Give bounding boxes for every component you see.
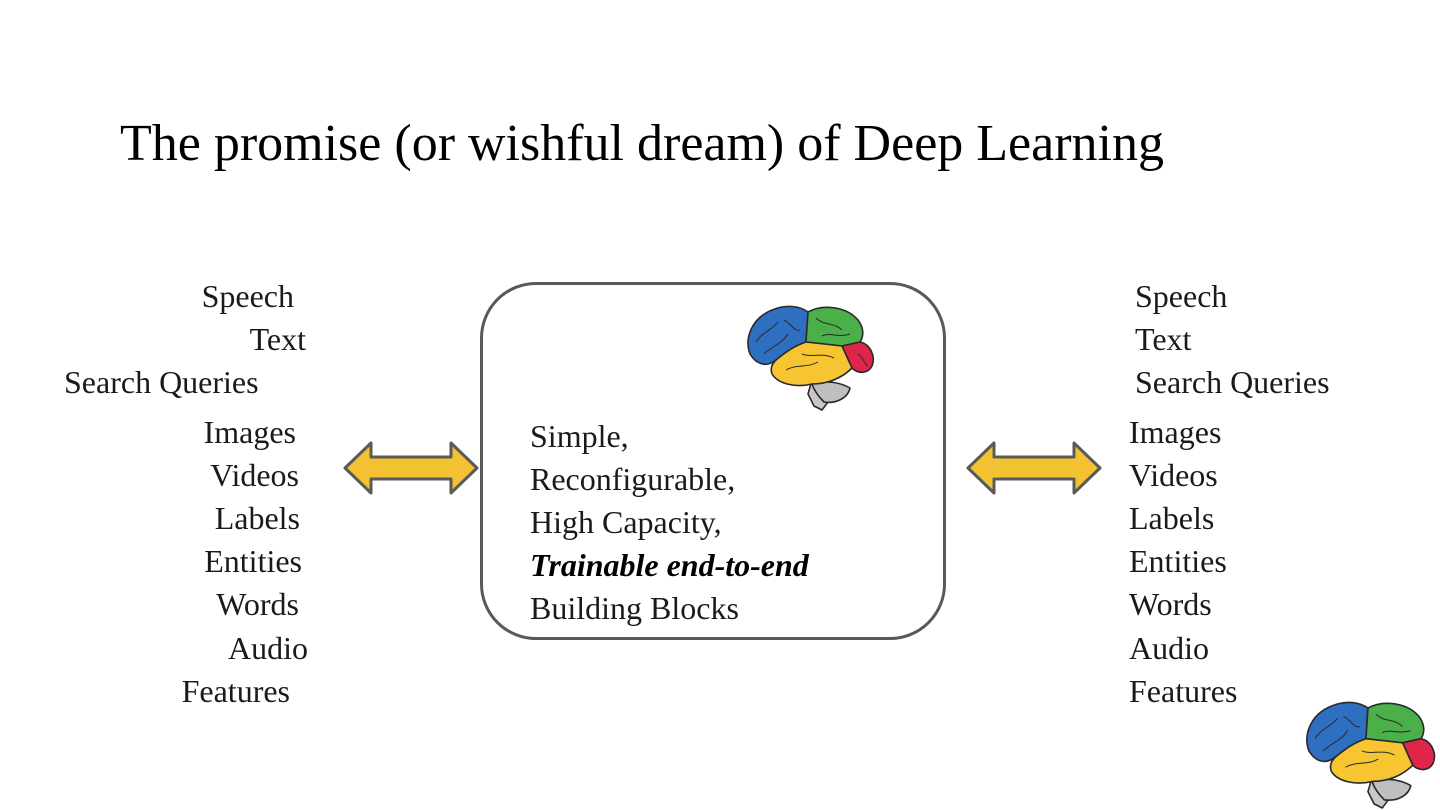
brain-icon	[747, 305, 875, 411]
right-label-images: Images	[1129, 414, 1222, 450]
slide-title: The promise (or wishful dream) of Deep L…	[120, 115, 1164, 172]
right-label-speech: Speech	[1135, 278, 1228, 314]
left-label-text: Text	[249, 321, 306, 357]
right-label-labels: Labels	[1129, 500, 1215, 536]
right-label-features: Features	[1129, 673, 1238, 709]
right-label-text: Text	[1135, 321, 1192, 357]
right-label-words: Words	[1129, 586, 1212, 622]
left-label-words: Words	[216, 586, 299, 622]
right-double-arrow-icon	[966, 441, 1102, 495]
center-box-line-reconfigurable: Reconfigurable,	[530, 461, 736, 497]
left-double-arrow-icon	[343, 441, 479, 495]
right-label-search-queries: Search Queries	[1135, 364, 1330, 400]
left-label-search-queries: Search Queries	[64, 364, 259, 400]
center-box-line-trainable: Trainable end-to-end	[530, 547, 809, 583]
left-label-entities: Entities	[204, 543, 302, 579]
left-label-labels: Labels	[214, 500, 300, 536]
center-box-line-high-capacity: High Capacity,	[530, 504, 722, 540]
left-label-videos: Videos	[210, 457, 299, 493]
center-box	[480, 282, 946, 640]
center-box-line-simple: Simple,	[530, 418, 629, 454]
left-label-speech: Speech	[201, 278, 294, 314]
left-label-images: Images	[203, 414, 296, 450]
left-label-features: Features	[181, 673, 290, 709]
right-label-entities: Entities	[1129, 543, 1227, 579]
right-label-videos: Videos	[1129, 457, 1218, 493]
right-label-audio: Audio	[1129, 630, 1209, 666]
left-label-audio: Audio	[228, 630, 308, 666]
center-box-line-building-blocks: Building Blocks	[530, 590, 739, 626]
corner-brain-icon	[1306, 701, 1436, 809]
